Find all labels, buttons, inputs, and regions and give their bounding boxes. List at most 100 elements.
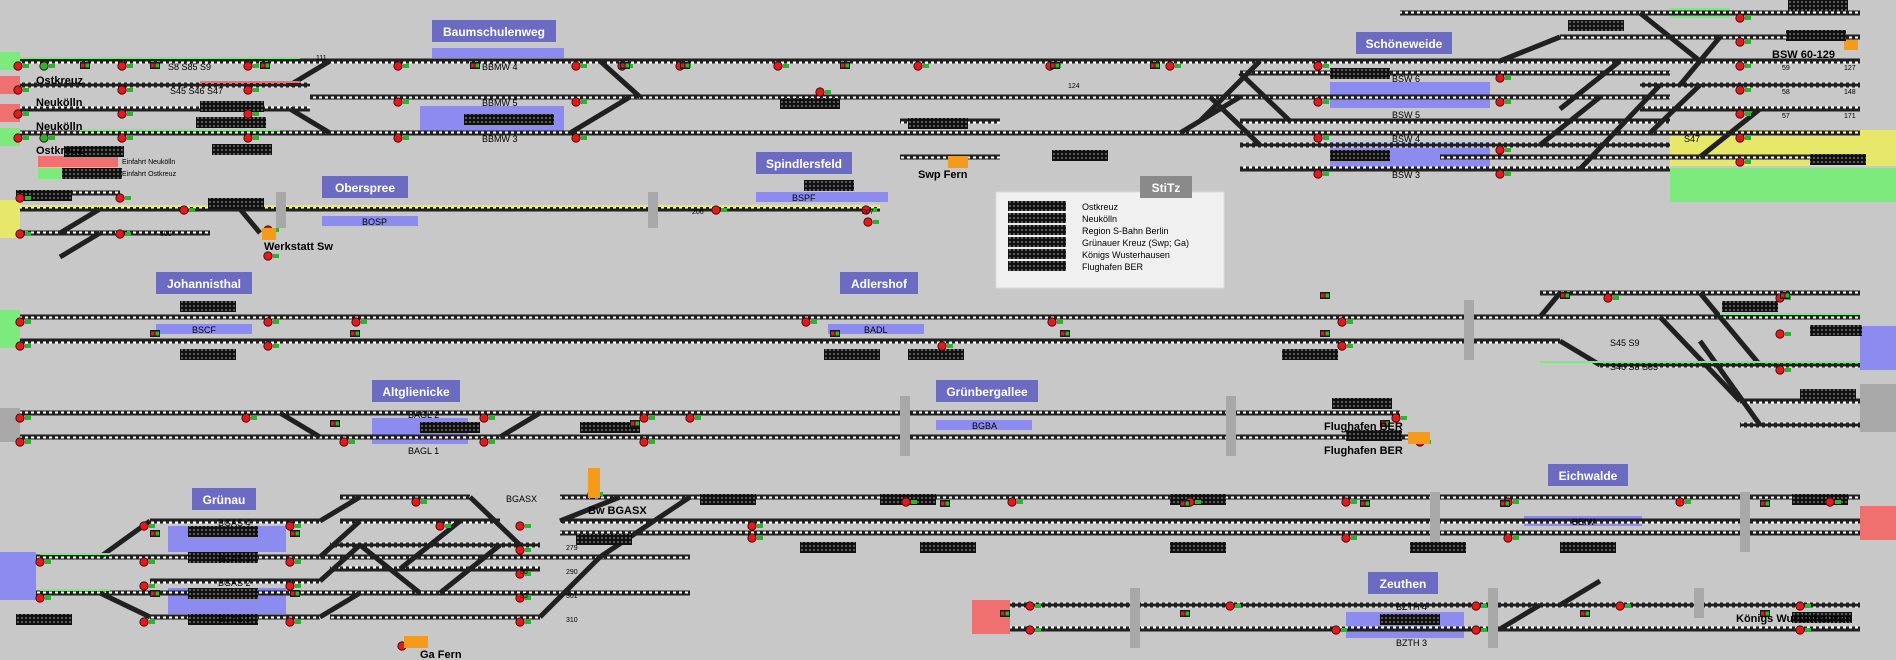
signal[interactable] — [15, 317, 31, 327]
signal[interactable] — [1675, 497, 1691, 507]
signal[interactable] — [815, 87, 831, 97]
signal[interactable] — [1735, 133, 1751, 143]
shunt-signal[interactable] — [1360, 500, 1370, 507]
shunt-signal[interactable] — [150, 330, 160, 337]
signal[interactable] — [861, 205, 877, 215]
signal[interactable] — [393, 61, 409, 71]
signal[interactable] — [241, 413, 257, 423]
shunt-signal[interactable] — [1180, 610, 1190, 617]
signal[interactable] — [515, 521, 531, 531]
signal[interactable] — [1313, 133, 1329, 143]
signal[interactable] — [1735, 157, 1751, 167]
signal[interactable] — [1025, 625, 1041, 635]
signal[interactable] — [747, 521, 763, 531]
signal[interactable] — [13, 85, 29, 95]
signal[interactable] — [117, 85, 133, 95]
signal[interactable] — [685, 413, 701, 423]
signal[interactable] — [339, 437, 355, 447]
signal[interactable] — [117, 133, 133, 143]
shunt-signal[interactable] — [630, 420, 640, 427]
signal[interactable] — [393, 97, 409, 107]
signal[interactable] — [285, 617, 301, 627]
signal[interactable] — [13, 61, 29, 71]
signal[interactable] — [1795, 601, 1811, 611]
shunt-signal[interactable] — [470, 62, 480, 69]
shunt-signal[interactable] — [290, 590, 300, 597]
shunt-signal[interactable] — [150, 530, 160, 537]
shunt-signal[interactable] — [290, 530, 300, 537]
signal[interactable] — [1047, 317, 1063, 327]
signal[interactable] — [773, 61, 789, 71]
shunt-signal[interactable] — [80, 62, 90, 69]
signal[interactable] — [263, 251, 279, 261]
signal[interactable] — [1775, 365, 1791, 375]
shunt-signal[interactable] — [620, 62, 630, 69]
signal[interactable] — [1495, 73, 1511, 83]
signal[interactable] — [1391, 413, 1407, 423]
signal[interactable] — [1337, 317, 1353, 327]
signal[interactable] — [479, 413, 495, 423]
signal[interactable] — [243, 61, 259, 71]
signal[interactable] — [1331, 625, 1347, 635]
signal[interactable] — [13, 133, 29, 143]
signal[interactable] — [1495, 97, 1511, 107]
signal[interactable] — [515, 617, 531, 627]
signal[interactable] — [263, 317, 279, 327]
signal[interactable] — [1775, 329, 1791, 339]
signal[interactable] — [1165, 61, 1181, 71]
signal[interactable] — [117, 109, 133, 119]
signal[interactable] — [1735, 109, 1751, 119]
signal[interactable] — [1313, 169, 1329, 179]
signal[interactable] — [1825, 497, 1841, 507]
signal[interactable] — [179, 205, 195, 215]
signal[interactable] — [639, 413, 655, 423]
shunt-signal[interactable] — [1000, 610, 1010, 617]
shunt-signal[interactable] — [150, 62, 160, 69]
signal[interactable] — [711, 205, 727, 215]
signal[interactable] — [515, 569, 531, 579]
signal[interactable] — [1495, 169, 1511, 179]
signal[interactable] — [411, 497, 427, 507]
signal[interactable] — [15, 413, 31, 423]
shunt-signal[interactable] — [1180, 500, 1190, 507]
signal[interactable] — [263, 341, 279, 351]
signal[interactable] — [747, 533, 763, 543]
signal[interactable] — [1615, 601, 1631, 611]
signal[interactable] — [1313, 61, 1329, 71]
signal[interactable] — [571, 97, 587, 107]
signal[interactable] — [285, 557, 301, 567]
signal[interactable] — [571, 133, 587, 143]
signal[interactable] — [139, 617, 155, 627]
signal[interactable] — [1503, 533, 1519, 543]
signal[interactable] — [913, 61, 929, 71]
signal[interactable] — [515, 593, 531, 603]
signal[interactable] — [1735, 13, 1751, 23]
signal[interactable] — [39, 61, 55, 71]
shunt-signal[interactable] — [1060, 330, 1070, 337]
signal[interactable] — [15, 229, 31, 239]
shunt-signal[interactable] — [1150, 62, 1160, 69]
shunt-signal[interactable] — [260, 62, 270, 69]
signal[interactable] — [115, 193, 131, 203]
shunt-signal[interactable] — [1380, 420, 1390, 427]
signal[interactable] — [1025, 601, 1041, 611]
signal[interactable] — [1471, 625, 1487, 635]
signal[interactable] — [139, 557, 155, 567]
shunt-signal[interactable] — [1760, 500, 1770, 507]
signal[interactable] — [1225, 601, 1241, 611]
shunt-signal[interactable] — [1560, 292, 1570, 299]
shunt-signal[interactable] — [830, 330, 840, 337]
signal[interactable] — [351, 317, 367, 327]
signal[interactable] — [1735, 85, 1751, 95]
signal[interactable] — [35, 557, 51, 567]
signal[interactable] — [639, 437, 655, 447]
signal[interactable] — [1603, 293, 1619, 303]
shunt-signal[interactable] — [1050, 62, 1060, 69]
signal[interactable] — [571, 61, 587, 71]
signal[interactable] — [937, 341, 953, 351]
signal[interactable] — [115, 229, 131, 239]
signal[interactable] — [243, 109, 259, 119]
signal[interactable] — [35, 593, 51, 603]
signal[interactable] — [1735, 37, 1751, 47]
shunt-signal[interactable] — [1320, 330, 1330, 337]
